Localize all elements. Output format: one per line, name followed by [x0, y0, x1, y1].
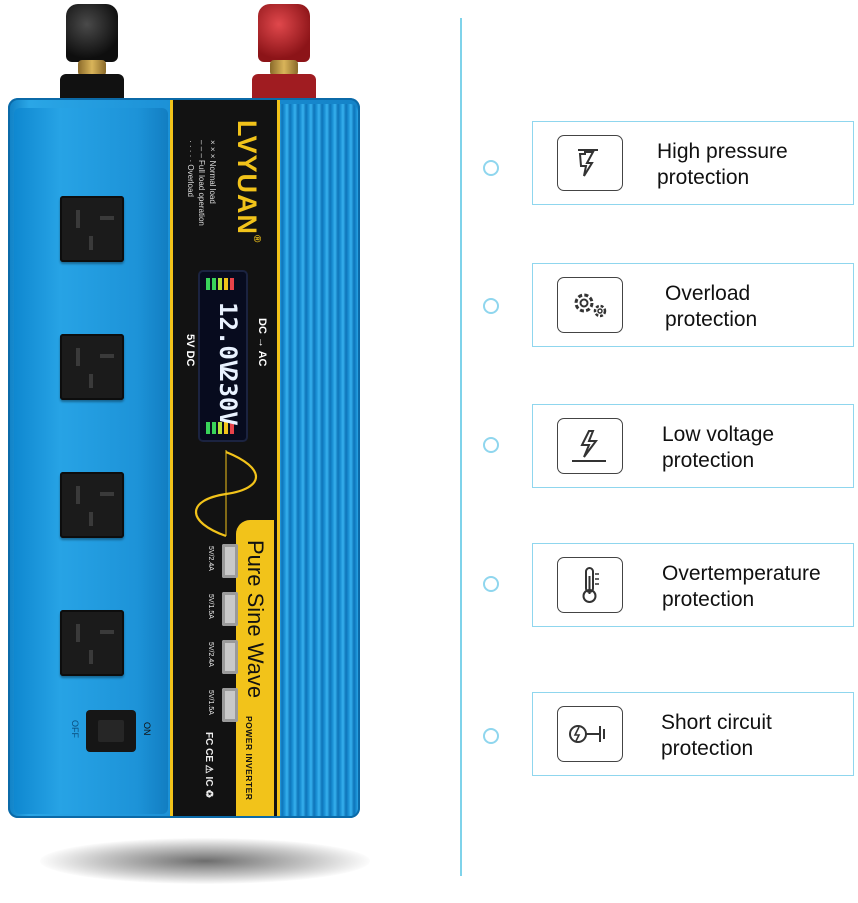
dc-voltage-label: 5V DC: [184, 334, 196, 367]
feature-label-line1: Low voltage: [662, 423, 775, 446]
legend-overload: · · · · · Overload: [186, 140, 195, 197]
feature-label-line2: protection: [662, 588, 755, 611]
lcd-display: 12.0V 230V: [200, 272, 246, 440]
feature-label: Low voltage protection: [662, 422, 774, 474]
lcd-level-bar: [206, 278, 210, 290]
feature-label: Overtemperature protection: [662, 561, 821, 613]
lcd-level-bar: [218, 278, 222, 290]
usb-port: [222, 640, 238, 674]
certification-marks: FC CE ⚠ IC ♻: [203, 732, 214, 799]
legend-normal: × × × Normal load: [208, 140, 217, 204]
feature-label-line1: Overtemperature: [662, 562, 821, 585]
feature-card-high-pressure: High pressure protection: [532, 121, 854, 205]
feature-bullet: [483, 437, 499, 453]
feature-label-line2: protection: [665, 308, 758, 331]
dc-ac-label: DC → AC: [256, 318, 268, 367]
vertical-divider: [460, 18, 462, 876]
usb-port: [222, 544, 238, 578]
usb-rating: 5V/1.5A: [207, 690, 214, 715]
lcd-level-bar: [230, 422, 234, 434]
thermometer-icon: [557, 557, 623, 613]
feature-card-overload: Overload protection: [532, 263, 854, 347]
lcd-level-bar: [212, 278, 216, 290]
feature-bullet: [483, 728, 499, 744]
feature-bullet: [483, 298, 499, 314]
power-inverter-text: POWER INVERTER: [244, 716, 254, 801]
feature-label: High pressure protection: [657, 139, 788, 191]
feature-bullet: [483, 576, 499, 592]
feature-label-line1: Short circuit: [661, 711, 772, 734]
lcd-output-voltage: 230V: [214, 368, 242, 426]
feature-label-line1: High pressure: [657, 140, 788, 163]
feature-label: Overload protection: [665, 281, 757, 333]
brand-name: LVYUAN®: [231, 120, 262, 243]
pure-sine-wave-text: Pure Sine Wave: [243, 540, 268, 699]
lcd-level-bar: [206, 422, 210, 434]
usb-rating: 5V/1.5A: [207, 594, 214, 619]
usb-rating: 5V/2.4A: [207, 642, 214, 667]
feature-bullet: [483, 160, 499, 176]
switch-off-label: OFF: [70, 720, 80, 738]
feature-label-line2: protection: [661, 737, 754, 760]
low-voltage-icon: [557, 418, 623, 474]
ac-socket: [60, 610, 124, 676]
brand-mark: ®: [251, 235, 262, 244]
inverter-product-image: OFF ON LVYUAN® × × × Normal load – – – F…: [8, 4, 370, 884]
usb-port: [222, 592, 238, 626]
lcd-level-bar: [230, 278, 234, 290]
negative-terminal: [60, 4, 126, 104]
lcd-level-bar: [224, 278, 228, 290]
ac-socket: [60, 334, 124, 400]
short-circuit-icon: [557, 706, 623, 762]
gears-icon: [557, 277, 623, 333]
switch-on-label: ON: [142, 722, 152, 736]
heatsink-fins: [276, 104, 358, 816]
usb-port: [222, 688, 238, 722]
lcd-level-bar: [224, 422, 228, 434]
lcd-level-bar: [218, 422, 222, 434]
feature-card-low-voltage: Low voltage protection: [532, 404, 854, 488]
sine-wave-graphic: [195, 450, 257, 538]
feature-card-overtemperature: Overtemperature protection: [532, 543, 854, 627]
power-switch: [86, 710, 136, 752]
ac-socket: [60, 472, 124, 538]
feature-label: Short circuit protection: [661, 710, 772, 762]
feature-label-line2: protection: [662, 449, 755, 472]
feature-label-line1: Overload: [665, 282, 751, 305]
ac-socket: [60, 196, 124, 262]
high-voltage-icon: [557, 135, 623, 191]
lcd-level-bar: [212, 422, 216, 434]
yellow-label-band: [236, 520, 274, 816]
positive-terminal: [252, 4, 318, 104]
usb-rating: 5V/2.4A: [207, 546, 214, 571]
feature-label-line2: protection: [657, 166, 750, 189]
lcd-input-voltage: 12.0V: [214, 302, 242, 375]
product-shadow: [40, 838, 370, 884]
feature-card-short-circuit: Short circuit protection: [532, 692, 854, 776]
legend-full: – – – Full load operation: [197, 140, 206, 226]
brand-text: LVYUAN: [232, 120, 262, 236]
